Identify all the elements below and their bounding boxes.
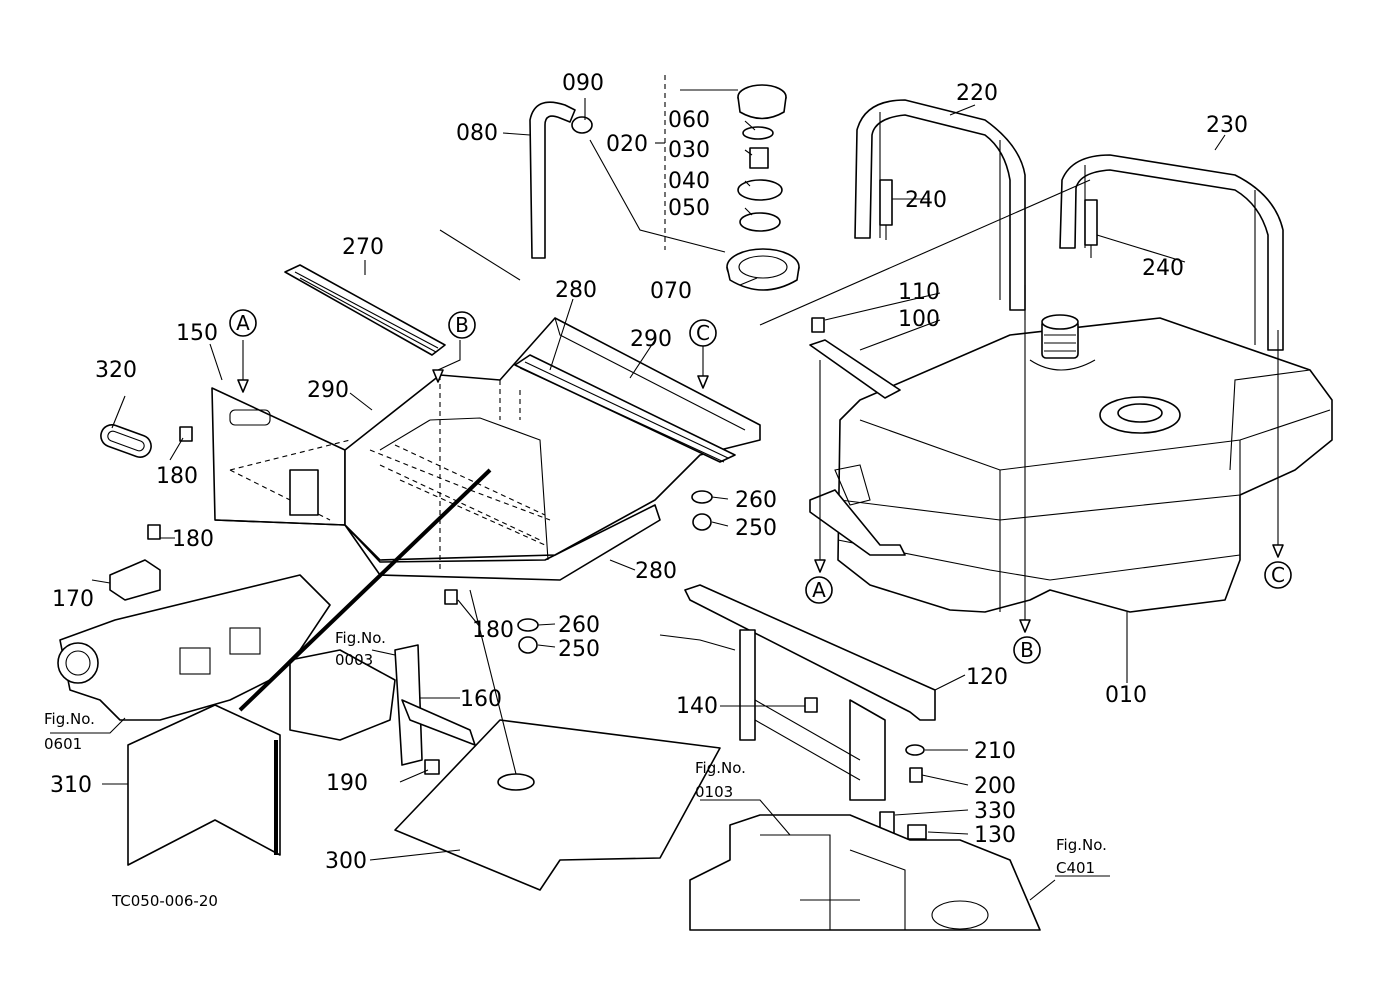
- fig-0103-number: 0103: [695, 783, 733, 801]
- label-270: 270: [342, 235, 384, 260]
- ref-b-2: B: [1020, 638, 1034, 662]
- label-180b: 180: [172, 527, 214, 552]
- label-140: 140: [676, 694, 718, 719]
- bracket-170: [109, 559, 161, 601]
- figure-references: Fig.No. 0003 Fig.No. 0601 Fig.No. 0103 F…: [44, 629, 1107, 877]
- label-260b: 260: [558, 613, 600, 638]
- fuel-cap-assembly: [664, 75, 800, 291]
- label-250a: 250: [735, 516, 777, 541]
- label-150: 150: [176, 321, 218, 346]
- label-310: 310: [50, 773, 92, 798]
- reference-letters: A B C A B C: [236, 311, 1285, 662]
- step-mat-280: [514, 354, 736, 463]
- part-labels: 090 080 020 060 030 040 050 070 220 230 …: [50, 71, 1248, 874]
- label-300: 300: [325, 849, 367, 874]
- label-170: 170: [52, 587, 94, 612]
- label-160: 160: [460, 687, 502, 712]
- label-060: 060: [668, 108, 710, 133]
- label-190: 190: [326, 771, 368, 796]
- label-040: 040: [668, 169, 710, 194]
- exhaust-manifold: [57, 574, 396, 741]
- label-230: 230: [1206, 113, 1248, 138]
- ref-a-2: A: [812, 578, 826, 602]
- bracket-120: [659, 584, 936, 865]
- label-120: 120: [966, 665, 1008, 690]
- bracket-160: [394, 644, 476, 766]
- drawing-code: TC050-006-20: [111, 892, 218, 910]
- label-180c: 180: [472, 618, 514, 643]
- label-180a: 180: [156, 464, 198, 489]
- step-mat-270: [284, 264, 446, 356]
- fasteners: [147, 426, 927, 840]
- label-240a: 240: [905, 188, 947, 213]
- tank-band-230: [1059, 154, 1284, 370]
- fig-c401-label: Fig.No.: [1056, 836, 1107, 854]
- grommet-320: [100, 424, 152, 458]
- label-110: 110: [898, 280, 940, 305]
- label-220: 220: [956, 81, 998, 106]
- label-030: 030: [668, 138, 710, 163]
- tank-band-220: [854, 99, 1026, 320]
- label-020: 020: [606, 132, 648, 157]
- label-080: 080: [456, 121, 498, 146]
- label-200: 200: [974, 774, 1016, 799]
- ref-b-1: B: [455, 313, 469, 337]
- leader-lines: [50, 89, 1226, 901]
- label-320: 320: [95, 358, 137, 383]
- fig-0003-number: 0003: [335, 651, 373, 669]
- fig-0103-label: Fig.No.: [695, 759, 746, 777]
- fig-0601-number: 0601: [44, 735, 82, 753]
- ref-c-2: C: [1271, 563, 1285, 587]
- hose-080: [529, 101, 726, 259]
- step-frame: [211, 317, 761, 581]
- label-050: 050: [668, 196, 710, 221]
- label-210: 210: [974, 739, 1016, 764]
- label-090: 090: [562, 71, 604, 96]
- label-280b: 280: [635, 559, 677, 584]
- label-240b: 240: [1142, 256, 1184, 281]
- label-260a: 260: [735, 488, 777, 513]
- label-250b: 250: [558, 637, 600, 662]
- label-070: 070: [650, 279, 692, 304]
- strap-100: [809, 317, 901, 399]
- label-290a: 290: [630, 327, 672, 352]
- transmission-housing: [689, 814, 1041, 931]
- label-130: 130: [974, 823, 1016, 848]
- label-290b: 290: [307, 378, 349, 403]
- label-330: 330: [974, 799, 1016, 824]
- label-280a: 280: [555, 278, 597, 303]
- label-100: 100: [898, 307, 940, 332]
- fig-0003-label: Fig.No.: [335, 629, 386, 647]
- fuel-tank: [809, 314, 1333, 613]
- fig-c401-number: C401: [1056, 859, 1095, 877]
- ref-c-1: C: [696, 321, 710, 345]
- heat-shield-310: [127, 468, 492, 866]
- fig-0601-label: Fig.No.: [44, 710, 95, 728]
- ref-a-1: A: [236, 311, 250, 335]
- floor-mat-300: [394, 589, 721, 891]
- label-010: 010: [1105, 683, 1147, 708]
- reference-arrows: [237, 310, 1284, 633]
